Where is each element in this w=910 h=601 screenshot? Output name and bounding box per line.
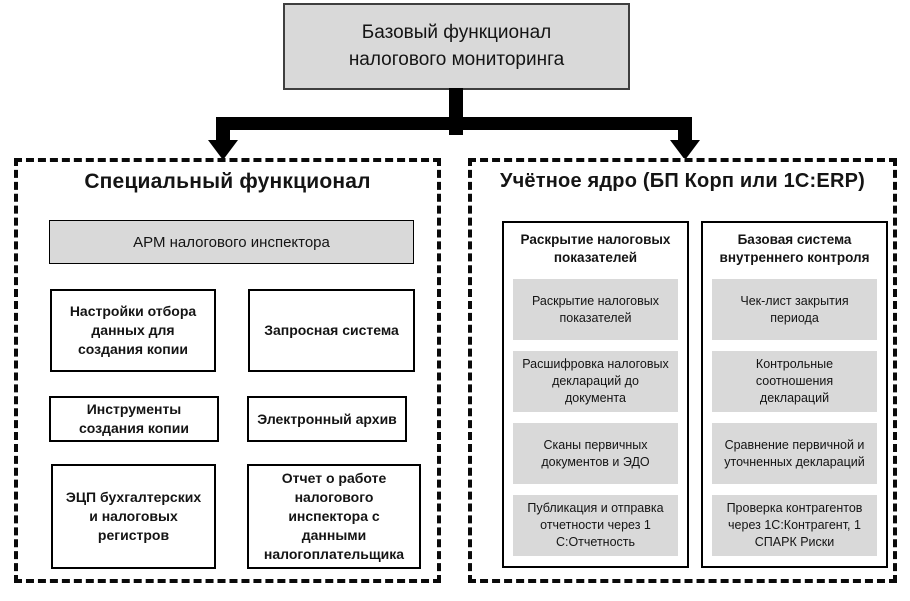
column-item-label: Расшифровка налоговых деклараций до доку…: [522, 357, 669, 405]
column-item: Сравнение первичной и уточненных деклара…: [712, 423, 877, 484]
column-item-label: Сканы первичных документов и ЭДО: [541, 437, 650, 469]
column-item-label: Раскрытие налоговых показателей: [531, 293, 659, 325]
column-item: Контрольные соотношения деклараций: [712, 351, 877, 412]
feature-box-label: Инструменты создания копии: [79, 401, 189, 436]
arrowhead-right: [670, 140, 700, 160]
column-item-label: Контрольные соотношения деклараций: [755, 357, 834, 405]
column-item: Сканы первичных документов и ЭДО: [513, 423, 678, 484]
feature-box-label: ЭЦП бухгалтерских и налоговых регистров: [65, 489, 202, 543]
arm-inspector-box: АРМ налогового инспектора: [49, 220, 414, 264]
column-item: Расшифровка налоговых деклараций до доку…: [513, 351, 678, 412]
column-header: Базовая система внутреннего контроля: [719, 232, 870, 265]
special-functionality-title: Специальный функционал: [84, 170, 371, 193]
column-header: Раскрытие налоговых показателей: [520, 232, 671, 265]
special-functionality-panel: Специальный функционал АРМ налогового ин…: [14, 158, 441, 583]
feature-box-request-system: Запросная система: [248, 289, 415, 372]
column-item-label: Сравнение первичной и уточненных деклара…: [724, 437, 865, 469]
column-item: Чек-лист закрытия периода: [712, 279, 877, 340]
feature-box-copy-tools: Инструменты создания копии: [49, 396, 219, 442]
column-item-label: Публикация и отправка отчетности через 1…: [527, 501, 664, 549]
feature-box-label: Отчет о работе налогового инспектора с д…: [263, 470, 405, 562]
column-item: Публикация и отправка отчетности через 1…: [513, 495, 678, 556]
feature-box-label: Запросная система: [264, 322, 399, 339]
branch-arrows: [208, 88, 700, 160]
root-box-basic-functionality: Базовый функционал налогового мониторинг…: [283, 3, 630, 90]
column-tax-disclosure: Раскрытие налоговых показателей Раскрыти…: [502, 221, 689, 568]
feature-box-inspector-report: Отчет о работе налогового инспектора с д…: [247, 464, 421, 569]
feature-box-electronic-archive: Электронный архив: [247, 396, 407, 442]
column-item: Проверка контрагентов через 1С:Контраген…: [712, 495, 877, 556]
column-item: Раскрытие налоговых показателей: [513, 279, 678, 340]
column-internal-control: Базовая система внутреннего контроля Чек…: [701, 221, 888, 568]
column-item-label: Чек-лист закрытия периода: [740, 293, 849, 325]
accounting-core-panel: Учётное ядро (БП Корп или 1C:ERP) Раскры…: [468, 158, 897, 583]
feature-box-digital-signature: ЭЦП бухгалтерских и налоговых регистров: [51, 464, 216, 569]
root-box-title: Базовый функционал налогового мониторинг…: [348, 21, 565, 70]
arm-inspector-label: АРМ налогового инспектора: [133, 233, 330, 251]
feature-box-label: Настройки отбора данных для создания коп…: [69, 303, 197, 357]
column-item-label: Проверка контрагентов через 1С:Контраген…: [726, 501, 863, 549]
accounting-core-title: Учётное ядро (БП Корп или 1C:ERP): [499, 170, 865, 192]
feature-box-label: Электронный архив: [257, 410, 397, 427]
feature-box-data-selection: Настройки отбора данных для создания коп…: [50, 289, 216, 372]
arrowhead-left: [208, 140, 238, 160]
